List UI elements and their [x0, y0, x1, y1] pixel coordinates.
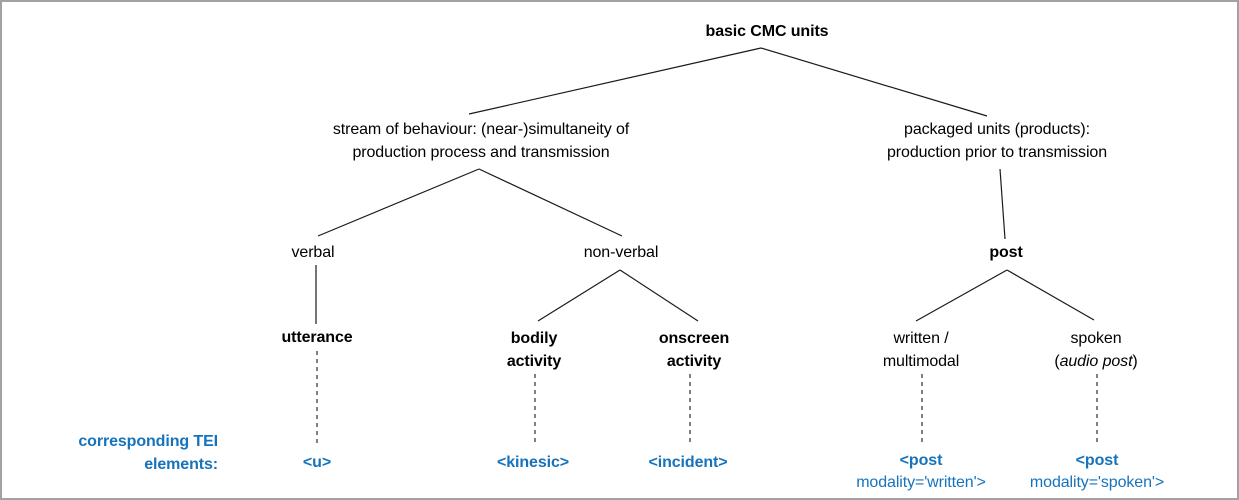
- edge-post-spoken: [1006, 269, 1095, 321]
- node-bodily-line2: activity: [506, 353, 562, 370]
- node-onscreen-line2: activity: [666, 353, 722, 370]
- node-bodily-line1: bodily: [510, 330, 558, 347]
- node-packaged-line2: production prior to transmission: [886, 144, 1108, 161]
- node-basic-cmc-units: basic CMC units: [705, 23, 829, 40]
- node-spoken-audio-post: spoken (audio post): [1054, 327, 1137, 373]
- edge-post-written: [915, 269, 1008, 322]
- node-bodily-activity: bodily activity: [507, 327, 561, 373]
- edge-nonverbal-onscreen: [619, 269, 699, 322]
- node-written-line2: multimodal: [882, 353, 960, 370]
- tei-caption: corresponding TEI elements:: [30, 430, 218, 476]
- tei-element-post-spoken: <post modality='spoken'>: [1030, 450, 1164, 494]
- tei-post-written-line2: modality='written'>: [856, 474, 986, 491]
- tei-caption-line2: elements:: [144, 456, 218, 473]
- node-stream-line2: production process and transmission: [352, 144, 610, 161]
- node-spoken-line1: spoken: [1070, 330, 1122, 347]
- edge-nonverbal-bodily: [537, 269, 621, 322]
- node-verbal: verbal: [291, 244, 335, 261]
- node-stream-of-behaviour: stream of behaviour: (near-)simultaneity…: [333, 118, 629, 164]
- tei-caption-line1: corresponding TEI: [78, 433, 218, 450]
- node-onscreen-activity: onscreen activity: [659, 327, 729, 373]
- node-onscreen-line1: onscreen: [658, 330, 730, 347]
- tei-element-post-written: <post modality='written'>: [856, 450, 986, 494]
- edge-root-packaged: [760, 47, 988, 117]
- paren-close: ): [1132, 353, 1138, 370]
- tei-post-spoken-line1: <post: [1075, 452, 1119, 469]
- tei-element-incident: <incident>: [648, 454, 728, 471]
- node-non-verbal: non-verbal: [583, 244, 659, 261]
- node-packaged-line1: packaged units (products):: [904, 121, 1090, 138]
- edge-stream-nonverbal: [478, 168, 623, 237]
- edge-root-stream: [468, 47, 762, 115]
- node-written-line1: written /: [893, 330, 949, 347]
- node-written-multimodal: written / multimodal: [883, 327, 959, 373]
- node-packaged-units: packaged units (products): production pr…: [887, 118, 1107, 164]
- edge-stream-verbal: [317, 168, 480, 237]
- edge-packaged-post: [999, 168, 1006, 240]
- node-utterance: utterance: [281, 329, 353, 346]
- node-post: post: [989, 244, 1023, 261]
- node-spoken-italic: audio post: [1059, 353, 1133, 370]
- tei-post-spoken-line2: modality='spoken'>: [1029, 474, 1165, 491]
- paren-open: (: [1054, 353, 1060, 370]
- node-spoken-line2: (audio post): [1054, 350, 1137, 373]
- tei-element-u: <u>: [302, 454, 332, 471]
- node-stream-line1: stream of behaviour: (near-)simultaneity…: [332, 121, 630, 138]
- tei-post-written-line1: <post: [899, 452, 943, 469]
- tei-element-kinesic: <kinesic>: [496, 454, 570, 471]
